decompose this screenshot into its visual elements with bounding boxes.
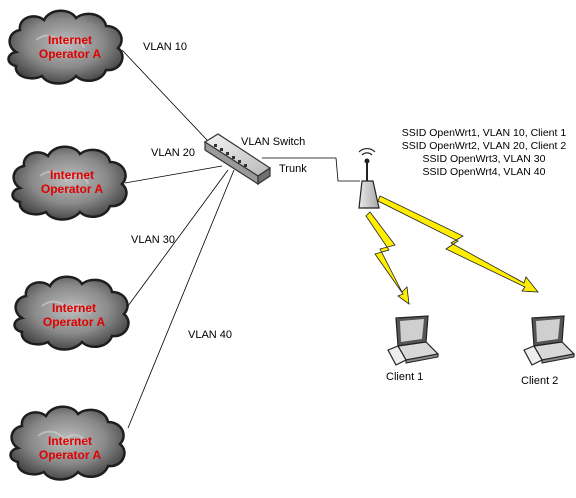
link-vlan20 <box>124 165 223 184</box>
link-vlan40 <box>127 169 235 429</box>
link-vlan30 <box>124 169 229 311</box>
cloud-4-label-line1: Internet <box>47 434 92 448</box>
laptop-client2-icon <box>523 315 575 366</box>
vlan-20-label: VLAN 20 <box>151 147 196 159</box>
client-2-label: Client 2 <box>521 375 559 387</box>
link-vlan10 <box>121 49 225 159</box>
cloud-2-label: Internet Operator A <box>22 168 122 196</box>
ssid-line-3: SSID OpenWrt3, VLAN 30 <box>422 153 546 165</box>
vlan-30-label: VLAN 30 <box>131 234 176 246</box>
trunk-link <box>262 157 360 182</box>
cloud-1-label-line1: Internet <box>47 33 92 47</box>
cloud-4-label-line2: Operator A <box>38 448 102 462</box>
vlan-10-label: VLAN 10 <box>143 41 188 53</box>
cloud-2-label-line1: Internet <box>49 168 94 182</box>
laptop-client1-icon <box>387 315 439 366</box>
ssid-list: SSID OpenWrt1, VLAN 10, Client 1 SSID Op… <box>392 127 576 179</box>
ssid-line-4: SSID OpenWrt4, VLAN 40 <box>422 166 546 178</box>
vlan-40-label: VLAN 40 <box>188 329 233 341</box>
cloud-1-label: Internet Operator A <box>20 33 120 61</box>
cloud-3-label-line2: Operator A <box>42 315 106 329</box>
access-point-icon <box>358 148 380 209</box>
wireless-link-client1-icon <box>365 211 410 305</box>
trunk-label: Trunk <box>279 163 307 175</box>
client-1-label: Client 1 <box>386 371 424 383</box>
wireless-link-client2-icon <box>377 195 539 293</box>
cloud-3-label-line1: Internet <box>51 301 96 315</box>
ssid-line-2: SSID OpenWrt2, VLAN 20, Client 2 <box>401 140 567 152</box>
vlan-switch-label: VLAN Switch <box>241 136 306 148</box>
ssid-line-1: SSID OpenWrt1, VLAN 10, Client 1 <box>401 127 567 139</box>
cloud-2-label-line2: Operator A <box>40 182 104 196</box>
vlan-switch-icon <box>203 133 272 186</box>
cloud-3-label: Internet Operator A <box>24 301 124 329</box>
cloud-4-label: Internet Operator A <box>20 434 120 462</box>
cloud-1-label-line2: Operator A <box>38 47 102 61</box>
